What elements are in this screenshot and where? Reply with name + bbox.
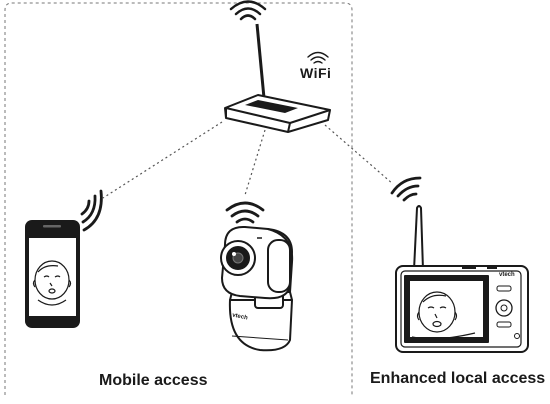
connection-links (102, 121, 394, 199)
monitor-baby-face-icon (411, 291, 476, 340)
mobile-access-boundary (4, 2, 353, 395)
router-icon (224, 23, 331, 133)
camera-wifi-signal-icon (225, 201, 265, 224)
monitor-wifi-signal-icon (390, 176, 422, 202)
link-router-monitor (324, 124, 394, 185)
monitor-brand-logo: vtech (499, 272, 515, 278)
enhanced-local-access-label: Enhanced local access (370, 370, 546, 387)
baby-camera-icon (220, 225, 294, 352)
wifi-label: WiFi (300, 65, 332, 81)
phone-wifi-signal-icon (80, 189, 103, 232)
mobile-access-label: Mobile access (99, 372, 208, 389)
link-router-phone (102, 121, 223, 199)
smartphone-icon (25, 220, 80, 328)
wifi-label-icon (307, 51, 329, 64)
link-router-camera (244, 129, 266, 196)
wifi-signal-icon (229, 0, 267, 21)
parent-monitor-icon (395, 205, 529, 353)
baby-face-icon (32, 260, 72, 306)
